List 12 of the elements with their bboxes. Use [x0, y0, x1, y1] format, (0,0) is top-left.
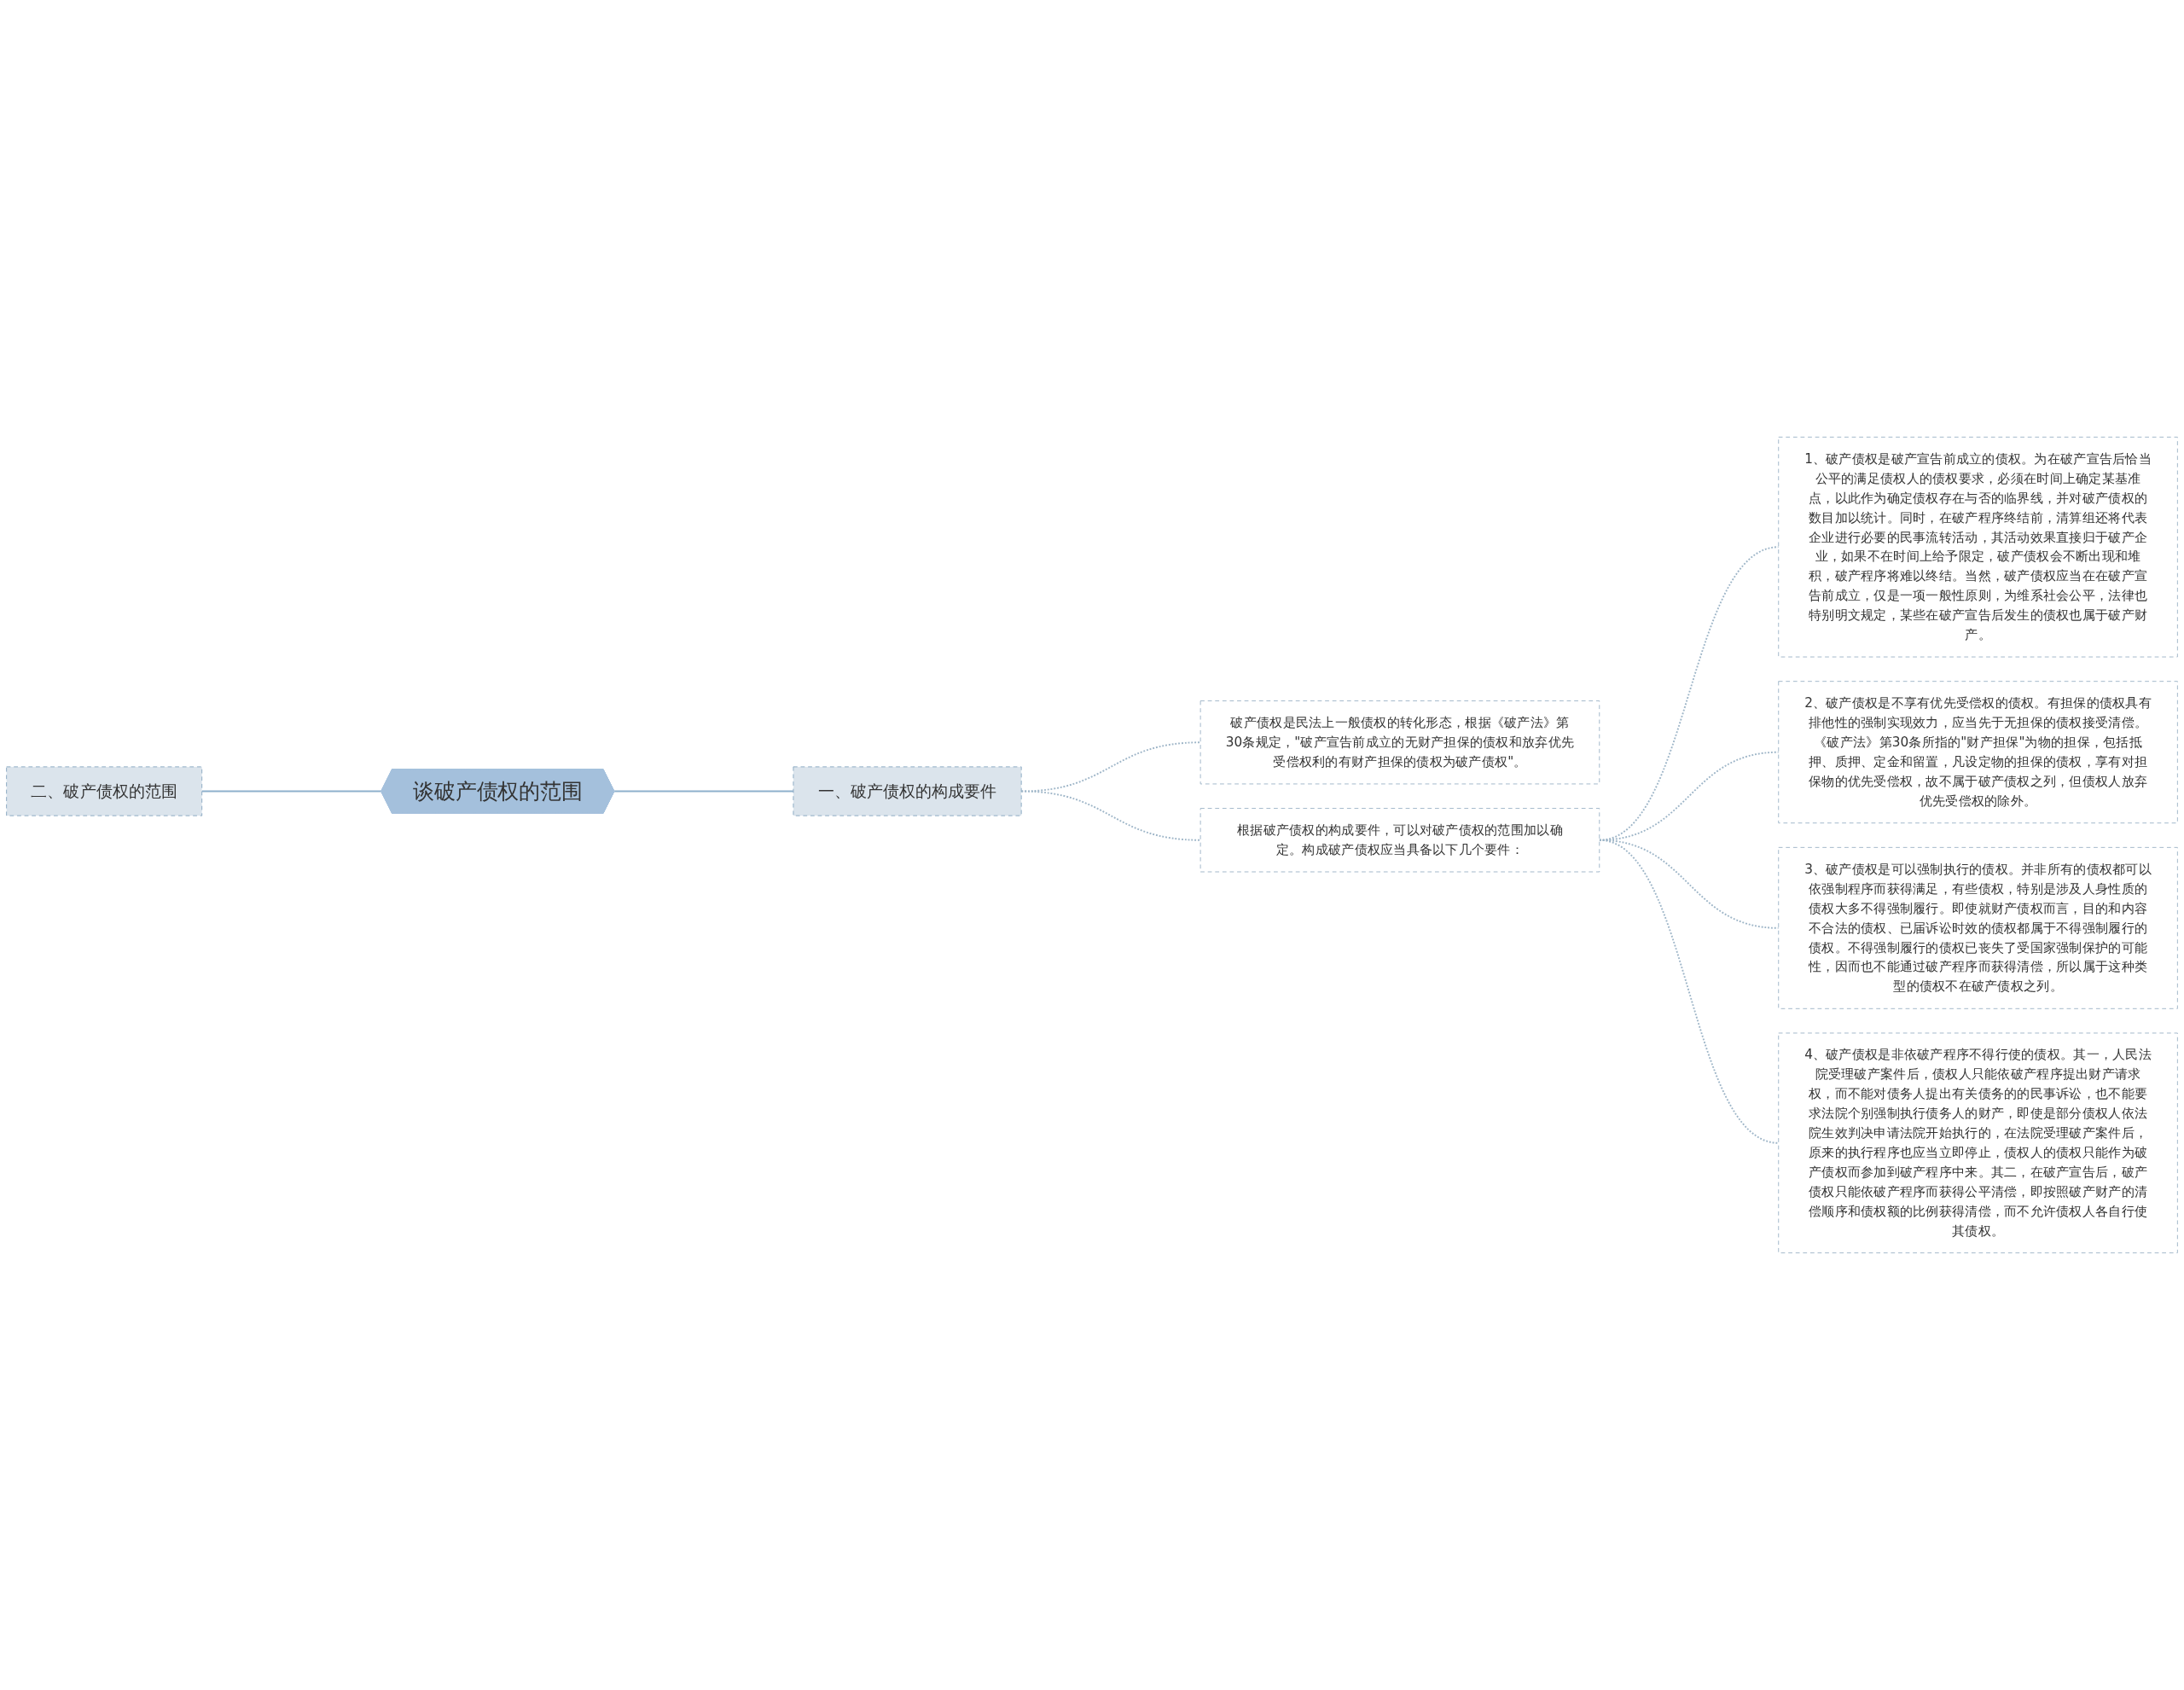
node-box: 二、破产债权的范围	[6, 766, 203, 816]
node-box: 一、破产债权的构成要件	[793, 766, 1022, 816]
connector	[1020, 790, 1202, 841]
connector	[613, 790, 794, 793]
node-box: 根据破产债权的构成要件，可以对破产债权的范围加以确定。构成破产债权应当具备以下几个要件：	[1199, 808, 1600, 873]
node-box: 破产债权是民法上一般债权的转化形态，根据《破产法》第30条规定，"破产宣告前成立的无财产担保的债权和放弃优先受偿权利的有财产担保的债权为破产债权"。	[1199, 700, 1600, 785]
connector	[1598, 839, 1780, 1144]
node-box: 2、破产债权是不享有优先受偿权的债权。有担保的债权具有排他性的强制实现效力，应当先于无担保的债权接受清偿。《破产法》第30条所指的"财产担保"为物的担保，包括抵押、质押、定金和留置，凡设定物的担保的债权，享有对担保物的优先受偿权，故不属于破产债权之列，但债权人放弃优先受偿权的除外。	[1778, 681, 2178, 824]
node-box: 4、破产债权是非依破产程序不得行使的债权。其一，人民法院受理破产案件后，债权人只能依破产程序提出财产请求权，而不能对债务人提出有关债务的的民事诉讼，也不能要求法院个别强制执行债务人的财产，即使是部分债权人依法院生效判决申请法院开始执行的，在法院受理破产案件后，原来的执行程序也应当立即停止，债权人的债权只能作为破产债权而参加到破产程序中来。其二，在破产宣告后，破产债权只能依破产程序而获得公平清偿，即按照破产财产的清偿顺序和债权额的比例获得清偿，而不允许债权人各自行使其债权。	[1778, 1032, 2178, 1254]
connector	[200, 790, 382, 793]
node-box: 3、破产债权是可以强制执行的债权。并非所有的债权都可以依强制程序而获得满足，有些债权，特别是涉及人身性质的债权大多不得强制履行。即使就财产债权而言，目的和内容不合法的债权、已届诉讼时效的债权都属于不得强制履行的债权。不得强制履行的债权已丧失了受国家强制保护的可能性，因而也不能通过破产程序而获得清偿，所以属于这种类型的债权不在破产债权之列。	[1778, 846, 2178, 1009]
node-box: 1、破产债权是破产宣告前成立的债权。为在破产宣告后恰当公平的满足债权人的债权要求，必须在时间上确定某基准点，以此作为确定债权存在与否的临界线，并对破产债权的数目加以统计。同时，在破产程序终结前，清算组还将代表企业进行必要的民事流转活动，其活动效果直接归于破产企业，如果不在时间上给予限定，破产债权会不断出现和堆积，破产程序将难以终结。当然，破产债权应当在在破产宣告前成立，仅是一项一般性原则，为维系社会公平，法律也特别明文规定，某些在破产宣告后发生的债权也属于破产财产。	[1778, 436, 2178, 658]
